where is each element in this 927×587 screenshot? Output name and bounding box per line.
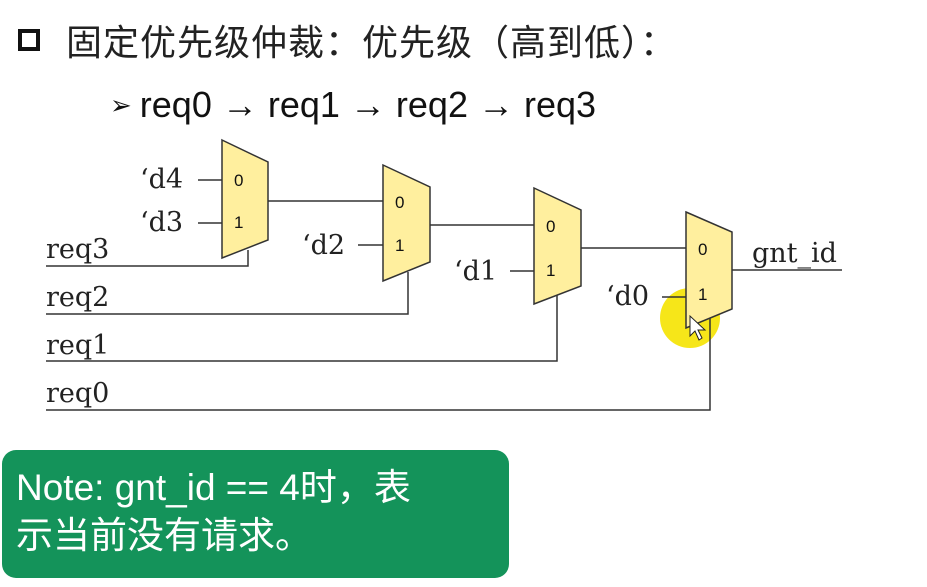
req2-label: req2 — [46, 282, 109, 313]
note-box: Note: gnt_id == 4时，表 示当前没有请求。 — [2, 450, 509, 578]
req1-label: req1 — [46, 330, 109, 361]
note-line-1: Note: gnt_id == 4时，表 — [16, 467, 411, 508]
output-gnt-id-label: gnt_id — [752, 238, 837, 269]
mux-1-in1-label: 1 — [234, 213, 243, 232]
mux-3: 0 1 — [533, 186, 582, 306]
mux-2: 0 1 — [382, 163, 431, 283]
req0-label: req0 — [46, 378, 109, 409]
priority-order-line: ➢ req0 → req1 → req2 → req3 — [110, 84, 596, 126]
mux-4-in0-label: 0 — [698, 240, 707, 259]
wires — [46, 179, 842, 411]
note-line-2: 示当前没有请求。 — [16, 515, 312, 556]
mux-1-in0-label: 0 — [234, 171, 243, 190]
title-text: 固定优先级仲裁：优先级（高到低）： — [66, 23, 678, 64]
mux-4-in1-label: 1 — [698, 285, 707, 304]
const-d3-label: ‘d3 — [140, 207, 183, 238]
mux-4: 0 1 — [685, 210, 733, 330]
mux-2-in0-label: 0 — [395, 193, 404, 212]
const-d4-label: ‘d4 — [140, 164, 183, 195]
req3-label: req3 — [46, 234, 109, 265]
mux-3-in0-label: 0 — [546, 217, 555, 236]
mouse-pointer-icon — [689, 314, 707, 341]
const-d1-label: ‘d1 — [454, 256, 497, 287]
checkbox-bullet-icon — [18, 29, 40, 51]
priority-order-text: req0 → req1 → req2 → req3 — [139, 84, 597, 125]
slide-title: 固定优先级仲裁：优先级（高到低）： — [18, 14, 677, 66]
mux-2-in1-label: 1 — [395, 236, 404, 255]
arrow-bullet-icon: ➢ — [110, 89, 132, 120]
mux-3-in1-label: 1 — [546, 261, 555, 280]
const-d0-label: ‘d0 — [606, 281, 649, 312]
const-d2-label: ‘d2 — [302, 230, 345, 261]
mux-1: 0 1 — [221, 138, 269, 260]
